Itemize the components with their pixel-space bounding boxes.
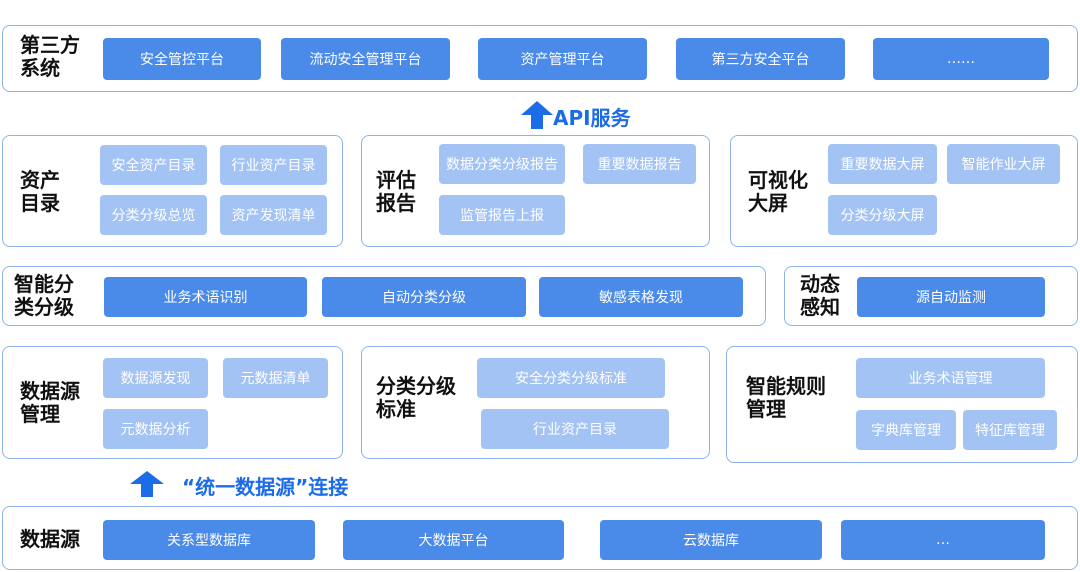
business-term-management[interactable]: 业务术语管理 [856,358,1045,398]
more-data-sources[interactable]: … [841,520,1045,560]
third-party-system-title: 第三方 系统 [20,33,80,80]
important-data-report[interactable]: 重要数据报告 [583,144,696,184]
data-source-title: 数据源 [20,527,80,551]
industry-asset-catalog[interactable]: 行业资产目录 [220,145,327,185]
datasource-management-title: 数据源 管理 [20,379,80,426]
asset-management-platform[interactable]: 资产管理平台 [478,38,647,80]
industry-asset-catalog-standard[interactable]: 行业资产目录 [481,409,669,449]
visual-screen-title: 可视化 大屏 [748,168,808,215]
unified-datasource-connection-label: “统一数据源”连接 [182,475,349,499]
smart-classification-title: 智能分 类分级 [14,272,74,319]
source-auto-monitoring[interactable]: 源自动监测 [857,277,1045,317]
arrow-up-icon [521,101,553,129]
assessment-report-title: 评估 报告 [376,168,416,215]
big-data-platform[interactable]: 大数据平台 [343,520,564,560]
smart-operation-screen[interactable]: 智能作业大屏 [947,144,1060,184]
asset-discovery-list[interactable]: 资产发现清单 [220,195,327,235]
classification-overview[interactable]: 分类分级总览 [100,195,207,235]
third-party-security-platform[interactable]: 第三方安全平台 [676,38,845,80]
security-asset-catalog[interactable]: 安全资产目录 [100,145,207,185]
metadata-list[interactable]: 元数据清单 [223,358,328,398]
security-classification-standard[interactable]: 安全分类分级标准 [477,358,665,398]
regulatory-report-submission[interactable]: 监管报告上报 [439,195,565,235]
smart-rule-management-title: 智能规则 管理 [746,374,826,421]
sensitive-table-discovery[interactable]: 敏感表格发现 [539,277,743,317]
flow-security-platform[interactable]: 流动安全管理平台 [281,38,450,80]
business-term-recognition[interactable]: 业务术语识别 [104,277,307,317]
security-control-platform[interactable]: 安全管控平台 [103,38,261,80]
classification-report[interactable]: 数据分类分级报告 [439,144,565,184]
relational-database[interactable]: 关系型数据库 [103,520,315,560]
auto-classification[interactable]: 自动分类分级 [322,277,526,317]
metadata-analysis[interactable]: 元数据分析 [103,409,208,449]
api-service-label: API服务 [553,106,631,130]
dynamic-perception-title: 动态 感知 [800,272,840,319]
classification-screen[interactable]: 分类分级大屏 [828,195,937,235]
cloud-database[interactable]: 云数据库 [600,520,822,560]
arrow-up-icon [130,471,164,497]
asset-catalog-title: 资产 目录 [20,168,60,215]
feature-library-management[interactable]: 特征库管理 [963,410,1057,450]
dictionary-management[interactable]: 字典库管理 [856,410,956,450]
datasource-discovery[interactable]: 数据源发现 [103,358,208,398]
classification-standard-title: 分类分级 标准 [376,374,456,421]
important-data-screen[interactable]: 重要数据大屏 [828,144,937,184]
more-platforms[interactable]: …… [873,38,1049,80]
